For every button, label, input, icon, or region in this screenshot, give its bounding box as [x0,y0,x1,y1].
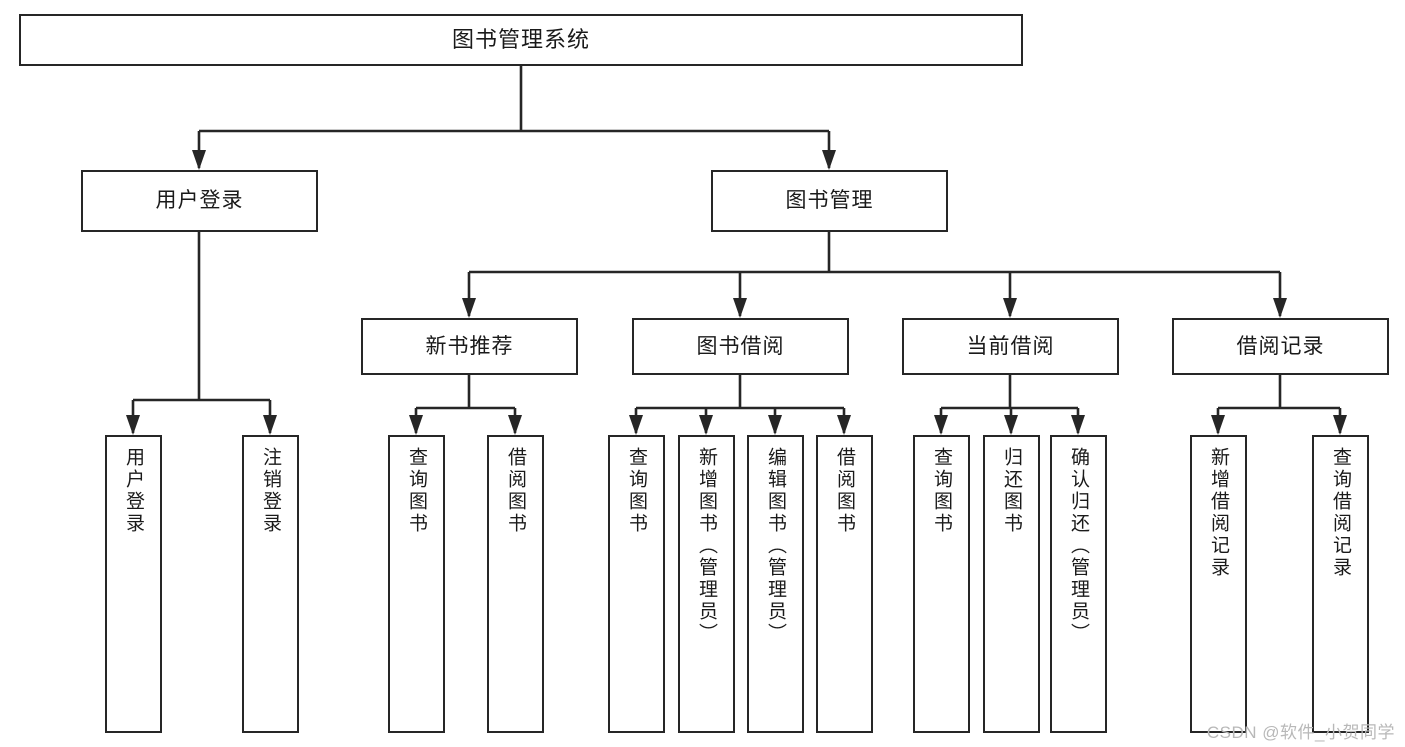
arrow-head-icon-group-2-1 [629,415,643,435]
arrow-head-icon-user-1 [126,415,140,435]
node-leaf-2[interactable]: 注销登录 [242,435,299,733]
node-leaf-6-label: 新增图书（管理员） [696,447,717,645]
node-module-2-label: 图书管理 [785,189,874,213]
node-leaf-13[interactable]: 查询借阅记录 [1312,435,1369,733]
node-leaf-7-label: 编辑图书（管理员） [765,447,786,645]
node-leaf-3[interactable]: 查询图书 [388,435,445,733]
arrow-head-icon-level3-3 [1003,298,1017,318]
arrow-head-icon-group-4-2 [1333,415,1347,435]
arrow-head-icon-group-4-1 [1211,415,1225,435]
node-leaf-11[interactable]: 确认归还（管理员） [1050,435,1107,733]
watermark: CSDN @软件_小贺同学 [1206,723,1395,742]
node-leaf-2-label: 注销登录 [260,447,281,535]
node-leaf-11-label: 确认归还（管理员） [1068,447,1089,645]
node-leaf-4[interactable]: 借阅图书 [487,435,544,733]
node-submodule-3[interactable]: 当前借阅 [902,318,1119,375]
node-leaf-9[interactable]: 查询图书 [913,435,970,733]
node-leaf-8-label: 借阅图书 [834,447,855,535]
node-module-1-label: 用户登录 [155,189,244,213]
node-leaf-5[interactable]: 查询图书 [608,435,665,733]
node-leaf-6[interactable]: 新增图书（管理员） [678,435,735,733]
arrow-head-icon-group-3-2 [1004,415,1018,435]
arrow-head-icon-group-2-4 [837,415,851,435]
node-leaf-8[interactable]: 借阅图书 [816,435,873,733]
node-submodule-1[interactable]: 新书推荐 [361,318,578,375]
node-module-1[interactable]: 用户登录 [81,170,318,232]
node-submodule-1-label: 新书推荐 [425,334,514,358]
node-leaf-7[interactable]: 编辑图书（管理员） [747,435,804,733]
node-leaf-5-label: 查询图书 [626,447,647,535]
node-module-2[interactable]: 图书管理 [711,170,948,232]
arrow-head-icon-user-2 [263,415,277,435]
arrow-head-icon-group-2-2 [699,415,713,435]
node-leaf-1-label: 用户登录 [123,447,144,535]
node-submodule-3-label: 当前借阅 [966,334,1055,358]
node-submodule-2[interactable]: 图书借阅 [632,318,849,375]
node-leaf-10[interactable]: 归还图书 [983,435,1040,733]
arrow-head-icon-level3-1 [462,298,476,318]
arrow-head-icon-level2-2 [822,150,836,170]
node-submodule-2-label: 图书借阅 [696,334,785,358]
node-leaf-10-label: 归还图书 [1001,447,1022,535]
arrow-head-icon-group-2-3 [768,415,782,435]
arrow-head-icon-level2-1 [192,150,206,170]
arrow-head-icon-group-1-1 [409,415,423,435]
node-leaf-3-label: 查询图书 [406,447,427,535]
node-leaf-1[interactable]: 用户登录 [105,435,162,733]
arrow-head-icon-level3-4 [1273,298,1287,318]
node-submodule-4[interactable]: 借阅记录 [1172,318,1389,375]
node-leaf-12[interactable]: 新增借阅记录 [1190,435,1247,733]
node-root-label: 图书管理系统 [451,26,590,52]
node-leaf-9-label: 查询图书 [931,447,952,535]
arrow-head-icon-group-3-3 [1071,415,1085,435]
node-leaf-12-label: 新增借阅记录 [1208,447,1229,579]
node-leaf-4-label: 借阅图书 [505,447,526,535]
node-root[interactable]: 图书管理系统 [19,14,1023,66]
arrow-head-icon-group-1-2 [508,415,522,435]
node-leaf-13-label: 查询借阅记录 [1330,447,1351,579]
arrow-head-icon-level3-2 [733,298,747,318]
node-submodule-4-label: 借阅记录 [1236,334,1325,358]
arrow-head-icon-group-3-1 [934,415,948,435]
